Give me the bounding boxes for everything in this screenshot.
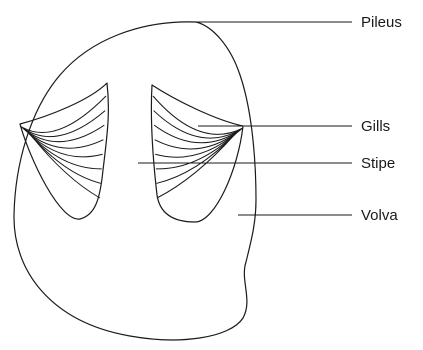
left-lamella-1	[20, 96, 106, 133]
right-lamella-1	[153, 96, 243, 134]
volva-label: Volva	[361, 208, 398, 223]
stipe-label: Stipe	[361, 156, 395, 171]
left-gill-lamellae	[20, 96, 106, 198]
right-gill-outline	[151, 85, 243, 222]
gills-label: Gills	[361, 119, 390, 134]
right-lamella-2	[154, 111, 242, 139]
left-gill-outline	[20, 83, 108, 219]
pileus-label: Pileus	[361, 15, 402, 30]
mushroom-outline	[14, 22, 256, 340]
right-gill-lamellae	[153, 96, 243, 198]
